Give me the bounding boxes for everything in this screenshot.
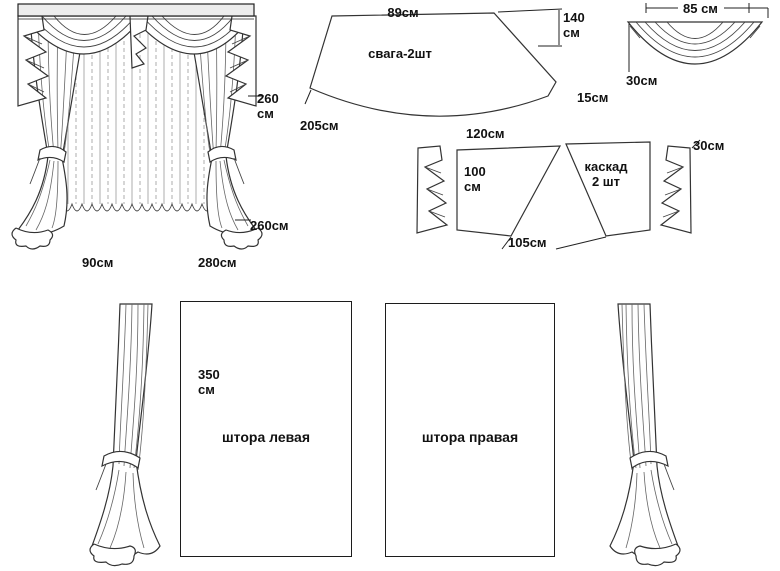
tail-width-leader — [691, 139, 701, 149]
small-swag-drapery — [626, 21, 764, 65]
swag-drop-dimension — [497, 8, 563, 47]
swag-bottom-dim-tick — [304, 89, 312, 105]
small-swag-width-label: 85 см — [683, 1, 718, 16]
tieback — [101, 450, 141, 470]
cascade-tail-width-label: 30см — [693, 138, 725, 153]
cascade-top-width-label: 120см — [466, 126, 505, 141]
window-curtain-illustration — [11, 3, 264, 250]
right-panel-pattern — [385, 303, 555, 557]
cornice — [17, 3, 255, 20]
cascade-piece-name-line2: 2 шт — [591, 173, 621, 189]
swag-drop-unit: см — [563, 24, 580, 40]
cascade-short-side-unit: см — [464, 178, 481, 194]
cascade-pattern-illustration — [416, 139, 701, 250]
left-panel-pattern — [180, 301, 352, 557]
swag-drop-label: 140 см — [563, 10, 585, 41]
small-swag-illustration — [626, 3, 769, 72]
panel-height-label: 350 см — [198, 367, 220, 398]
floor-puddle — [11, 227, 54, 250]
tieback — [37, 145, 67, 163]
window-height-value: 260 — [257, 91, 279, 106]
small-swag-depth-label: 30см — [626, 73, 658, 88]
cascade-piece-left — [456, 145, 562, 237]
cascade-bottom-width-label: 105см — [508, 235, 547, 250]
cascade-tail-right — [660, 145, 692, 234]
cascade-piece-name: каскад 2 шт — [570, 159, 642, 190]
cascade-tail-left — [416, 145, 449, 234]
window-height-label: 260 см — [257, 91, 279, 122]
sheer-scalloped-hem — [61, 202, 213, 212]
panel-height-value: 350 — [198, 367, 220, 382]
right-panel-name: штора правая — [421, 429, 519, 445]
swag-bottom-width-label: 205см — [300, 118, 339, 133]
swag-piece-name: свага-2шт — [368, 46, 432, 61]
swag-pattern-outline — [309, 12, 557, 117]
cascade-piece-name-line1: каскад — [584, 159, 628, 174]
left-curtain-illustration — [89, 303, 161, 567]
panel-height-unit: см — [198, 381, 215, 397]
right-curtain-illustration — [609, 303, 681, 567]
center-tail — [129, 15, 149, 69]
window-height-unit: см — [257, 105, 274, 121]
swag-top-width-label: 89см — [387, 5, 419, 20]
panel-width-label: 90см — [82, 255, 114, 270]
window-swags — [20, 15, 254, 55]
swag-side-edge-label: 15см — [577, 90, 609, 105]
swag-pattern-illustration — [304, 8, 563, 117]
swag-drop-value: 140 — [563, 10, 585, 25]
fabric-width-label: 280см — [198, 255, 237, 270]
small-swag-width-dimension — [645, 3, 769, 18]
cascade-short-side-value: 100 — [464, 164, 486, 179]
floor-puddle — [89, 543, 136, 567]
left-drape — [11, 15, 87, 250]
cascade-short-side-label: 100 см — [464, 164, 486, 195]
left-panel-name: штора левая — [222, 429, 310, 445]
left-jabot — [17, 15, 50, 107]
cascade-piece-right — [565, 141, 651, 237]
cascade-bottom-dimension — [501, 236, 607, 250]
window-width-label: 260см — [250, 218, 289, 233]
